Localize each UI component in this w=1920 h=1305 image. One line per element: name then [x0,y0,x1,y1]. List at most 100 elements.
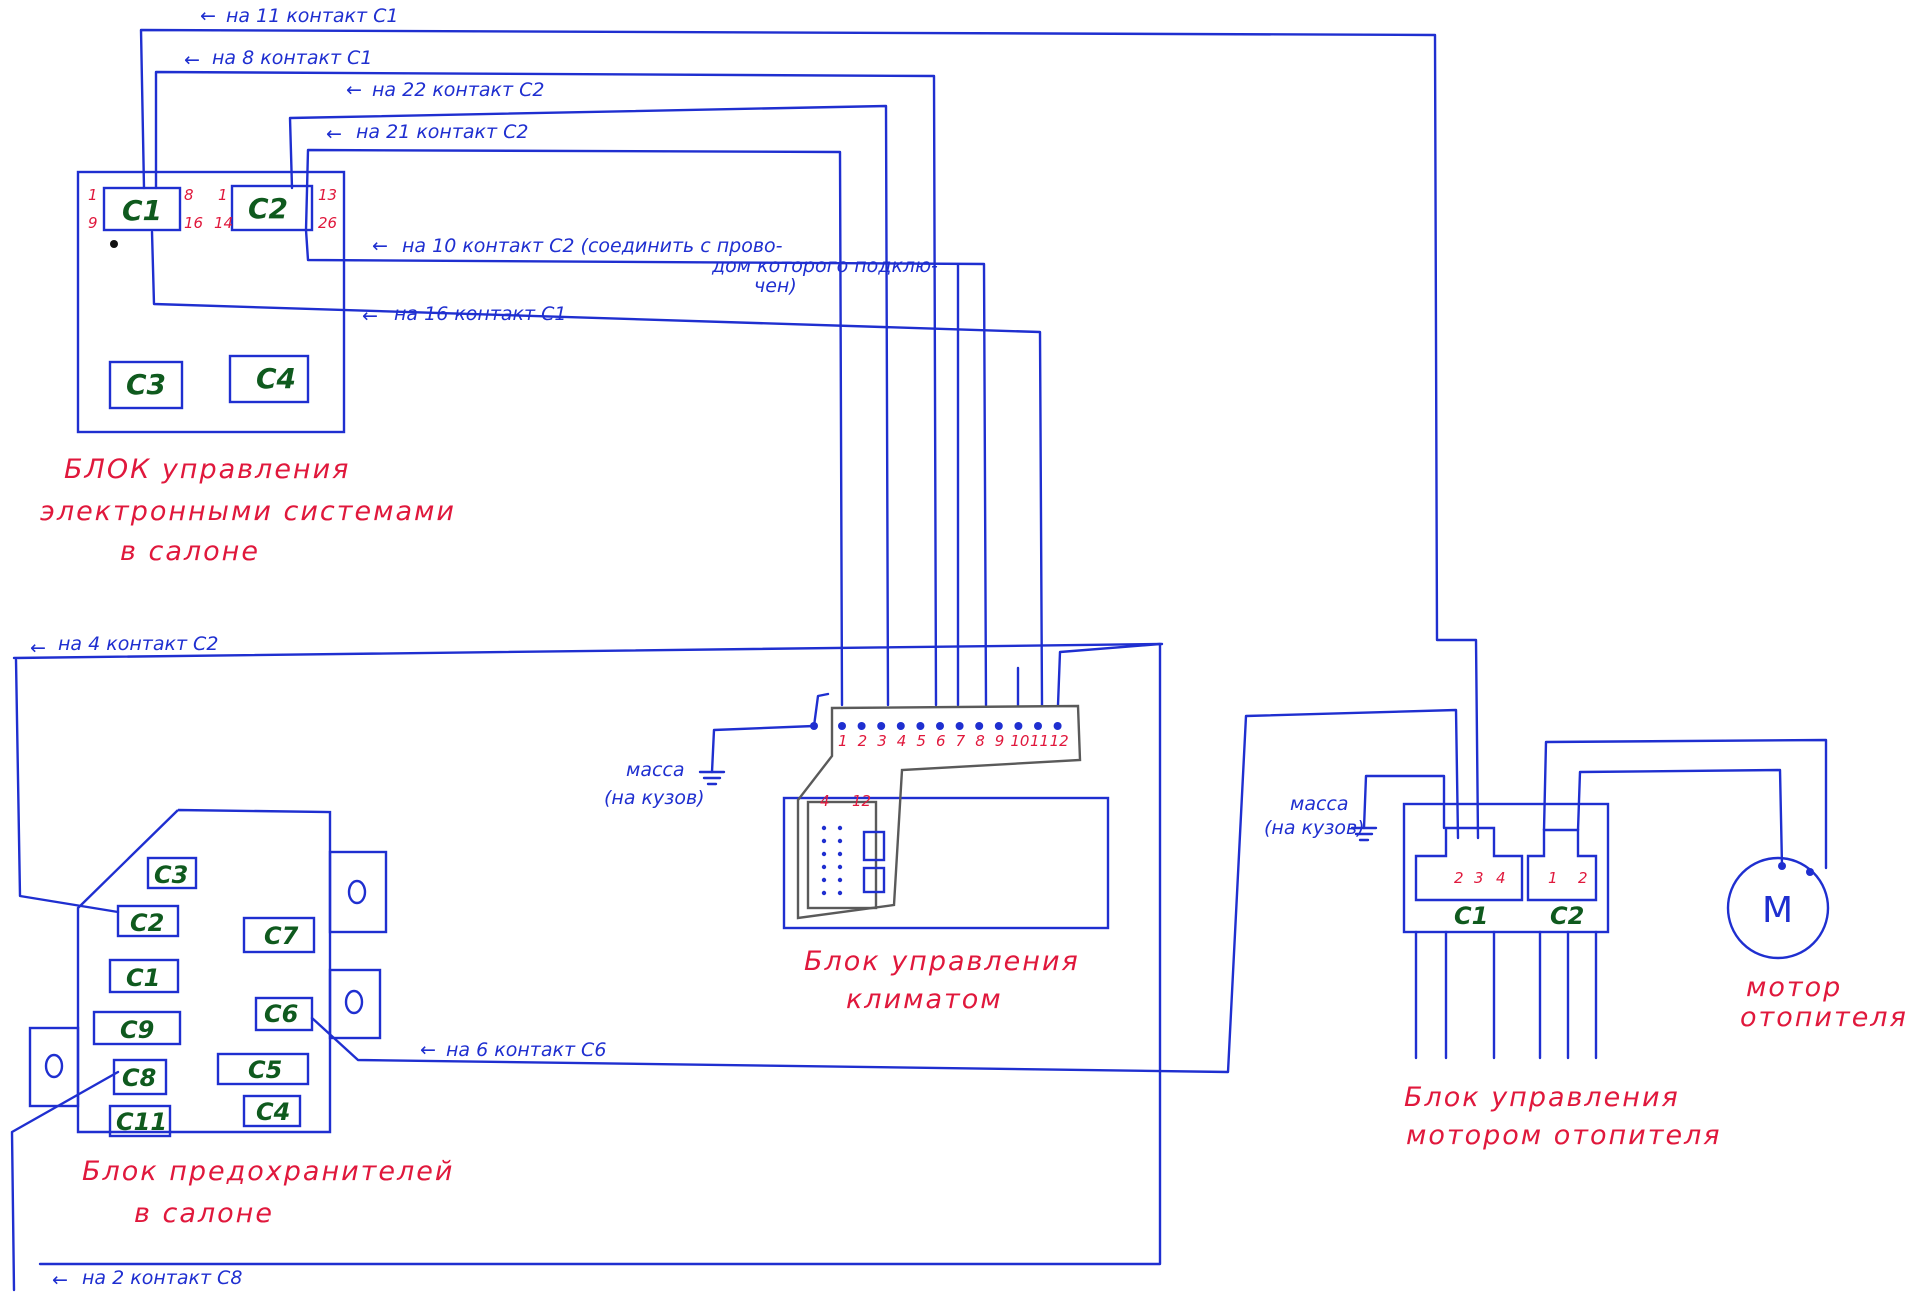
climate-inner-pin-dot [821,877,827,883]
climate-pin-number-4: 4 [897,732,907,750]
wire-to-c1-8 [154,70,938,707]
fuse-c9-label: C9 [120,1016,154,1044]
heater-ground-wire [1362,774,1446,830]
fuse-box-mount-2 [328,968,382,1040]
heater-c2-pin-1: 1 [1548,869,1558,887]
electronics-unit-body [76,170,346,434]
label-to-c2-21-text: на 21 контакт C2 [356,121,529,143]
lower-wire-labels: ← на 4 контакт C2 ← на 6 контакт C6 ← на… [30,633,606,1291]
label-to-c1-16-text: на 16 контакт C1 [394,303,567,325]
label-to-c1-8-text: на 8 контакт C1 [212,47,372,69]
fuse-c4-label: C4 [256,1098,290,1126]
fuse-c5-label: C5 [248,1056,282,1084]
wire-to-c2-22 [288,104,890,707]
heater-c2-pin-2: 2 [1578,869,1588,887]
electronics-c2-connector [230,184,314,232]
climate-pin-dot-3 [877,722,886,730]
climate-inner-pin-12: 12 [852,792,871,810]
electronics-c2-label: C2 [248,192,288,225]
fuse-c9 [92,1010,182,1046]
label-to-c1-11: ← [200,5,216,27]
electronics-c1-pin-8: 8 [184,186,194,204]
climate-inner-pin-dot [821,864,827,870]
climate-pin-dot-5 [916,722,925,730]
label-to-c1-11-text: на 11 контакт C1 [226,5,399,27]
fuse-c3 [146,856,198,890]
label-to-c2-4-text: на 4 контакт C2 [58,633,218,655]
climate-pin-number-3: 3 [877,732,887,750]
label-to-c2-10-line1: на 10 контакт C2 (соединить с прово- [402,235,783,257]
fuse-c11-label: C11 [116,1108,167,1136]
climate-pin-dot-11 [1034,722,1042,730]
climate-inner-pin-dot [821,838,827,844]
electronics-c1-pin-16: 16 [184,214,203,232]
heater-c1-label: C1 [1454,902,1488,930]
climate-pin-number-11: 11 [1030,732,1049,750]
heater-ground-symbol [1350,826,1378,842]
heater-ground-label-2: (на кузов) [1264,817,1365,839]
climate-inner-pin-dot [821,825,827,831]
wire-to-c6-6 [310,708,1460,1074]
heater-unit-title-1: Блок управления [1404,1082,1680,1113]
climate-pin-dot-7 [955,722,964,730]
climate-pin-dot-4 [896,722,905,730]
climate-inner-pin-dot [821,890,827,896]
heater-unit-legs [1414,930,1598,1060]
label-to-c2-22-arrow: ← [346,79,362,101]
electronics-c4-connector [228,354,310,404]
electronics-unit-title-2: электронными системами [40,496,456,527]
label-to-c6-6-text: на 6 контакт C6 [446,1039,606,1061]
electronics-c2-pin-26: 26 [318,214,337,232]
fuse-box-mount-3 [28,1026,80,1108]
label-to-c2-4-arrow: ← [30,637,46,659]
fuse-box-mount-1 [328,850,388,934]
wire-to-c2-10 [304,228,988,707]
fuse-box-title-2: в салоне [134,1198,274,1229]
top-wire-labels: ← на 11 контакт C1 ← на 8 контакт C1 ← н… [184,5,938,327]
ground-junction [810,722,818,730]
climate-ground-wire [710,724,816,774]
wire-motor-2 [1576,768,1784,868]
fuse-c8-label: C8 [122,1064,156,1092]
mount-hole-3 [44,1053,64,1079]
electronics-c2-pin-1: 1 [218,186,228,204]
label-to-c2-10-line3: чен) [754,275,797,297]
climate-pin-number-2: 2 [858,732,868,750]
fuse-c7-label: C7 [264,922,299,950]
top-wires [139,28,1480,840]
label-to-c2-10-line2: дом которого подклю- [711,255,938,277]
electronics-unit-title-3: в салоне [120,536,260,567]
lower-wires [10,642,1460,1292]
climate-inner-connector [806,800,878,910]
climate-pin-number-9: 9 [995,732,1005,750]
electronics-c1-pin-9: 9 [88,214,98,232]
climate-inner-pin-dot [837,890,843,896]
electronics-c1-label: C1 [122,194,162,227]
climate-pin-dot-2 [857,722,866,730]
electronics-c2-pin-13: 13 [318,186,337,204]
fuse-c6-label: C6 [264,1000,298,1028]
motor-circle [1726,856,1830,960]
climate-unit-title-2: климатом [846,984,1003,1015]
fuse-c8 [112,1058,168,1096]
heater-c2-label: C2 [1550,902,1584,930]
motor-title-1: мотор [1746,972,1842,1003]
fuse-c6 [254,996,314,1032]
label-to-c6-6-arrow: ← [420,1039,436,1061]
climate-inner-pin-4: 4 [820,792,830,810]
electronics-c1-pin-1: 1 [88,186,98,204]
wire-to-c1-11 [139,28,1480,840]
climate-pin-number-1: 1 [838,732,848,750]
climate-latch-1 [862,830,886,862]
climate-connector-outline [796,704,1082,920]
fuse-c4 [242,1094,302,1128]
wire-motor-1 [1542,738,1828,870]
climate-pin-number-5: 5 [916,732,926,750]
motor-symbol: M [1762,890,1793,931]
fuse-c1-label: C1 [126,964,160,992]
fuse-c5 [216,1052,310,1086]
motor-title-2: отопителя [1740,1002,1908,1033]
climate-inner-pin-dot [837,838,843,844]
electronics-c1-connector [102,186,182,232]
wire-left-edge [14,658,120,914]
